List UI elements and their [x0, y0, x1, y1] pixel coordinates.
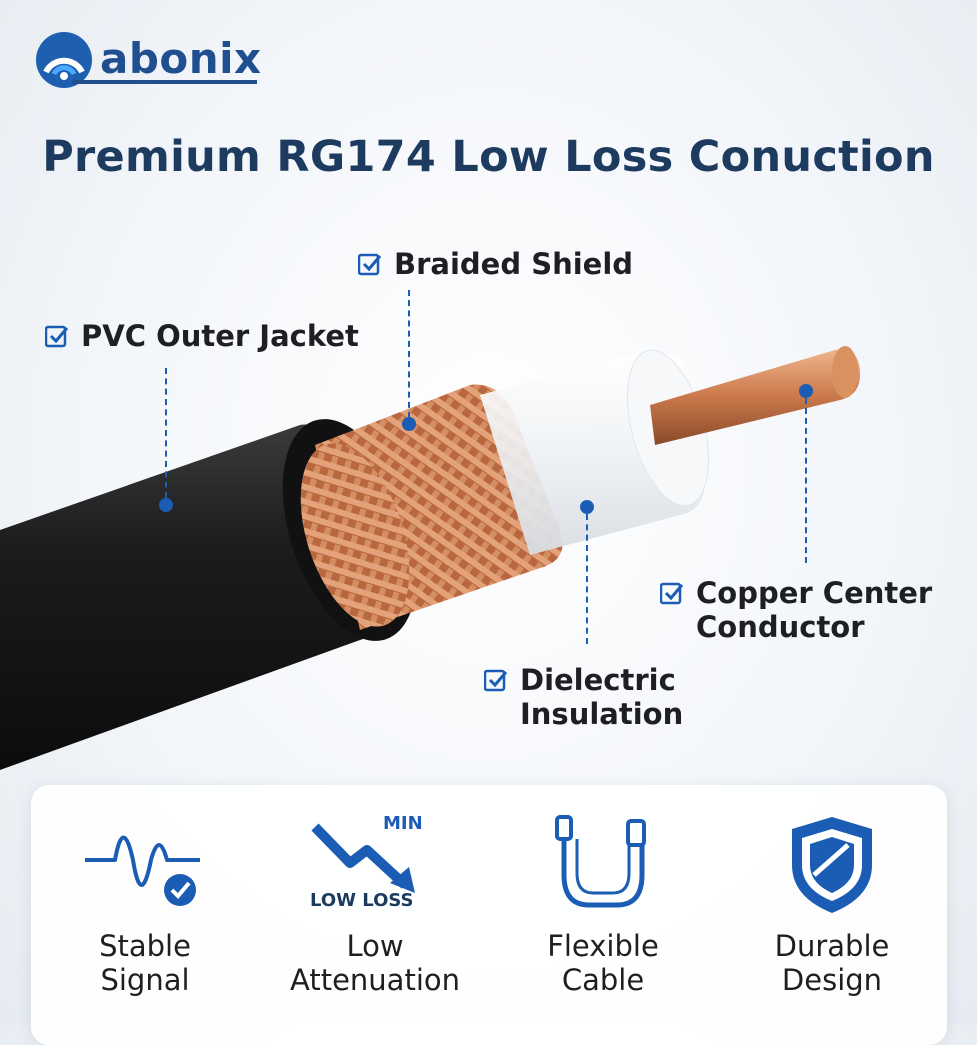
low-loss-arrow-icon: MIN LOW LOSS: [305, 813, 445, 915]
feature-label: Stable Signal: [99, 929, 191, 997]
signal-wave-check-icon: [85, 835, 200, 906]
feature-label: Low Attenuation: [290, 929, 460, 997]
checkbox-check-icon: [358, 253, 382, 276]
leader-line: [805, 398, 807, 563]
badge-low-loss: LOW LOSS: [310, 890, 414, 911]
checkbox-check-icon: [484, 669, 508, 692]
feature-label: Flexible Cable: [547, 929, 659, 997]
feature-low-attenuation: MIN LOW LOSS Low Attenuation: [265, 813, 485, 997]
coax-cable-illustration: [0, 346, 860, 770]
callout-dielectric-insulation: Dielectric Insulation: [484, 663, 683, 731]
feature-stable-signal: Stable Signal: [35, 815, 255, 997]
checkbox-check-icon: [660, 582, 684, 605]
callout-braided-shield: Braided Shield: [358, 247, 633, 281]
brand-underline: [72, 80, 257, 84]
feature-durable-design: Durable Design: [722, 815, 942, 997]
brand-name: abonix: [100, 33, 262, 83]
feature-flexible-cable: Flexible Cable: [493, 815, 713, 997]
down-trend-arrow-icon: [311, 823, 415, 893]
flexible-cable-icon: [555, 815, 646, 908]
shield-icon: [792, 817, 872, 913]
page-title: Premium RG174 Low Loss Conuction: [42, 132, 935, 182]
callout-label: Dielectric Insulation: [520, 663, 684, 731]
brand-logo-icon: [36, 32, 92, 88]
leader-line: [586, 514, 588, 644]
leader-line: [408, 290, 410, 418]
leader-dot: [402, 417, 416, 431]
feature-label: Durable Design: [774, 929, 890, 997]
callout-pvc-outer-jacket: PVC Outer Jacket: [45, 319, 359, 353]
badge-min: MIN: [383, 813, 423, 834]
checkbox-check-icon: [45, 325, 69, 348]
callout-copper-center-conductor: Copper Center Conductor: [660, 576, 932, 644]
leader-line: [165, 368, 167, 498]
brand-logo: abonix: [34, 30, 262, 90]
leader-dot: [159, 498, 173, 512]
callout-label: Copper Center Conductor: [696, 576, 933, 644]
callout-label: Braided Shield: [394, 247, 634, 281]
leader-dot: [799, 384, 813, 398]
callout-label: PVC Outer Jacket: [81, 319, 359, 353]
leader-dot: [580, 500, 594, 514]
